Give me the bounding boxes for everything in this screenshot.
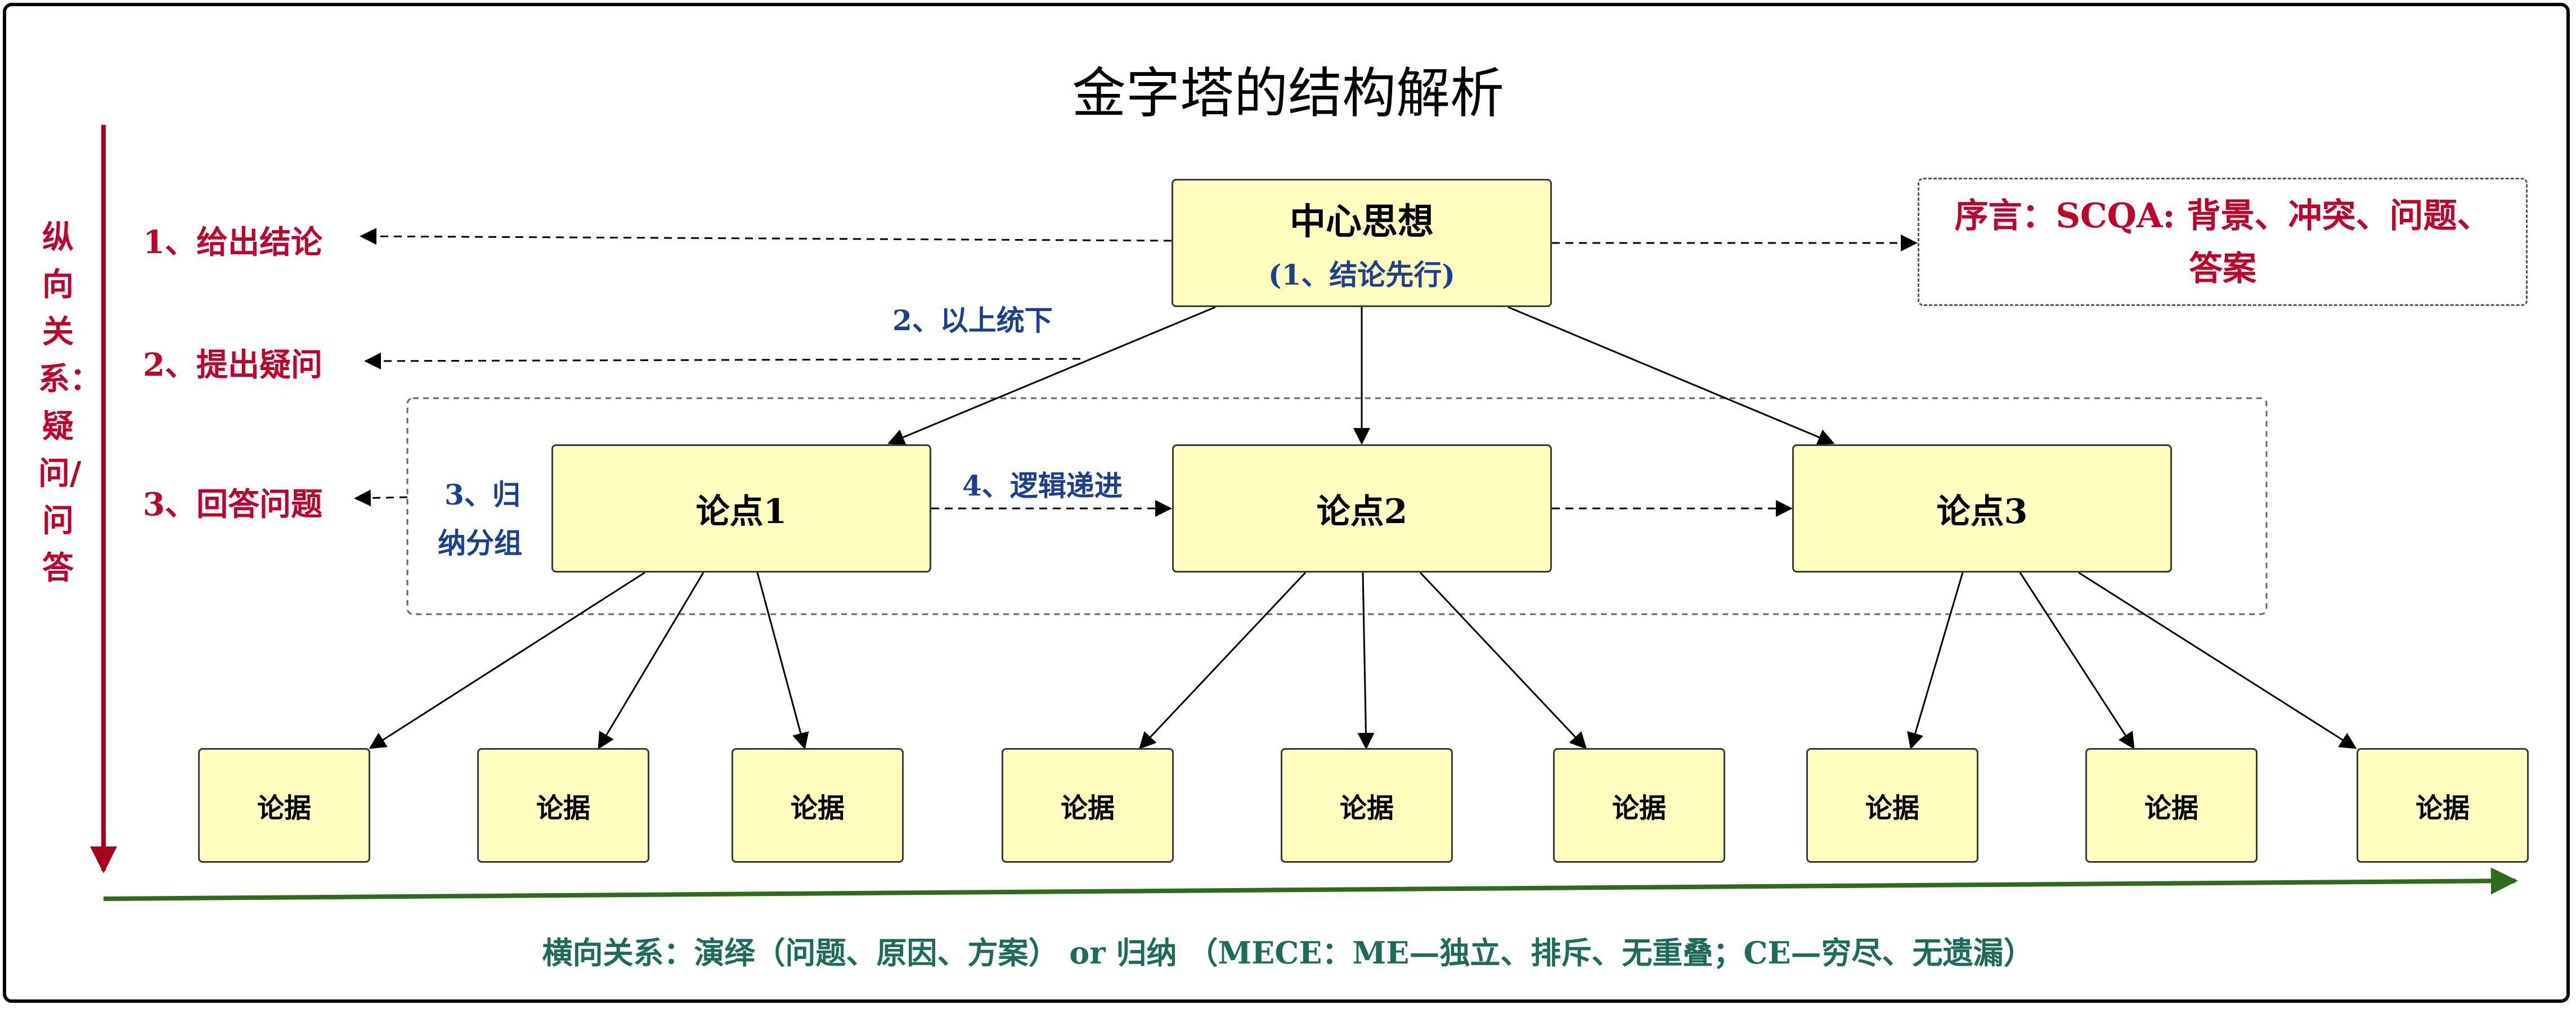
arrow-center-point3: [1507, 306, 1835, 445]
diagram-frame: [3, 3, 2570, 1003]
center-thought-subtitle: (1、结论先行): [1268, 258, 1456, 291]
step-raise-question: 2、提出疑问: [143, 346, 322, 384]
arrow-answer: [354, 489, 408, 507]
arrow-p2-e1: [1138, 571, 1307, 750]
evidence-box: 论据: [1806, 748, 1978, 863]
center-thought-title: 中心思想: [1290, 201, 1434, 243]
annotation-group-line1: 3、归: [445, 478, 520, 511]
preface-box: 序言：SCQA: 背景、冲突、问题、答案: [1918, 178, 2528, 306]
point-box-2: 论点2: [1172, 444, 1552, 573]
annotation-group-line2: 纳分组: [438, 526, 522, 560]
arrow-center-point1: [887, 306, 1216, 445]
evidence-box: 论据: [2085, 748, 2258, 863]
diagram-title: 金字塔的结构解析: [1072, 62, 1504, 125]
evidence-label: 论据: [790, 792, 845, 824]
arrow-p2-e2: [1357, 572, 1375, 750]
annotation-top-down: 2、以上统下: [892, 304, 1053, 337]
arrow-p1-e3: [756, 572, 809, 750]
vertical-relation-label: 纵向关系：疑问/问答: [38, 219, 101, 587]
step-answer-question: 3、回答问题: [143, 486, 322, 523]
step-give-conclusion: 1、给出结论: [143, 224, 322, 261]
horizontal-relation-label: 横向关系：演绎（问题、原因、方案） or 归纳 （MECE：ME—独立、排斥、无…: [542, 935, 2034, 971]
evidence-box: 论据: [1002, 748, 1174, 863]
point-box-1: 论点1: [551, 444, 931, 573]
horizontal-axis-arrow: [103, 867, 2518, 901]
arrow-p3-e1: [1907, 572, 1964, 750]
arrow-question: [364, 352, 1081, 370]
evidence-box: 论据: [198, 748, 370, 863]
evidence-label: 论据: [1612, 792, 1666, 824]
evidence-label: 论据: [1339, 792, 1394, 824]
arrow-p2-e3: [1419, 571, 1587, 750]
evidence-box: 论据: [1281, 748, 1453, 863]
point-label-3: 论点3: [1936, 492, 2028, 531]
arrow-p1-e2: [598, 572, 704, 750]
evidence-box: 论据: [731, 748, 904, 863]
evidence-label: 论据: [257, 792, 311, 824]
arrow-p3-e2: [2019, 572, 2135, 750]
arrow-conclusion: [360, 228, 1172, 245]
point-label-2: 论点2: [1316, 492, 1408, 531]
evidence-box: 论据: [2357, 748, 2529, 863]
evidence-label: 论据: [536, 792, 590, 824]
point-label-1: 论点1: [695, 492, 787, 531]
arrow-p1-e1: [369, 571, 645, 749]
evidence-label: 论据: [1865, 792, 1919, 824]
evidence-label: 论据: [2415, 792, 2470, 824]
annotation-logic: 4、逻辑递进: [962, 469, 1123, 502]
evidence-box: 论据: [477, 748, 649, 863]
evidence-label: 论据: [1060, 792, 1115, 824]
arrow-p3-e3: [2078, 571, 2357, 749]
evidence-box: 论据: [1553, 748, 1725, 863]
evidence-label: 论据: [2144, 792, 2198, 824]
point-box-3: 论点3: [1792, 444, 2172, 573]
center-thought-box: 中心思想 (1、结论先行): [1172, 179, 1552, 307]
points-group-box: [406, 397, 2268, 615]
